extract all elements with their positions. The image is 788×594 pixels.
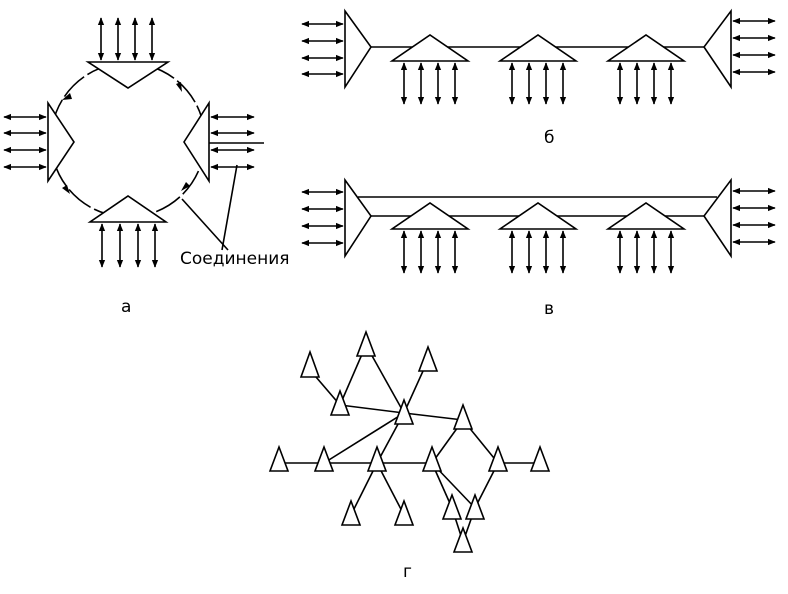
bus-node	[497, 202, 579, 230]
mesh-node	[417, 344, 439, 372]
bus-node	[389, 202, 471, 230]
terminal-arrows	[400, 62, 675, 105]
panel-v-label: в	[544, 299, 554, 319]
terminal-arrows	[732, 187, 776, 246]
mesh-node	[299, 349, 321, 378]
bus-node-left	[344, 177, 372, 259]
panel-a-label: а	[121, 297, 131, 317]
bus-node-right	[703, 177, 732, 259]
mesh-node	[355, 329, 377, 357]
mesh-node	[340, 498, 362, 526]
mesh-node	[393, 498, 415, 526]
ring-node-top	[85, 61, 171, 89]
mesh-nodes	[268, 329, 551, 553]
bus-node	[605, 34, 687, 62]
bus-node-right	[703, 8, 732, 90]
panel-g-mesh-network: г	[268, 329, 551, 582]
mesh-node	[313, 444, 335, 472]
terminal-arrows	[209, 113, 264, 171]
terminal-arrows	[3, 113, 47, 171]
connections-label: Соединения	[180, 249, 290, 269]
bus-node	[497, 34, 579, 62]
ring-arrowhead	[62, 93, 72, 100]
mesh-node	[366, 444, 388, 472]
mesh-node	[393, 397, 415, 425]
mesh-node	[421, 444, 443, 472]
connection-leader	[221, 164, 238, 251]
ring-node-right	[183, 100, 210, 184]
terminal-arrows	[301, 20, 344, 78]
ring-node-left	[47, 100, 75, 184]
terminal-arrows	[301, 188, 344, 247]
mesh-node	[329, 388, 351, 416]
ring-arrowhead	[181, 182, 190, 191]
ring-arrowhead	[176, 82, 182, 92]
mesh-node	[452, 525, 474, 553]
bus-node	[605, 202, 687, 230]
bus-node	[389, 34, 471, 62]
mesh-node	[487, 444, 509, 472]
bus-node-left	[344, 8, 372, 90]
mesh-node	[464, 492, 486, 520]
mesh-node	[529, 444, 551, 472]
mesh-node	[452, 402, 474, 430]
terminal-arrows	[732, 17, 776, 76]
panel-g-label: г	[403, 562, 412, 582]
terminal-arrows	[98, 223, 159, 268]
panel-b-bus-network: б	[301, 8, 776, 148]
ring-arrowhead	[62, 185, 70, 194]
terminal-arrows	[400, 230, 675, 274]
panel-a-ring-network: Соединения а	[3, 17, 290, 317]
panel-b-label: б	[544, 128, 554, 148]
connection-leader	[181, 198, 229, 251]
mesh-node	[441, 492, 463, 520]
terminal-arrows	[97, 17, 156, 61]
panel-v-double-bus-network: в	[301, 177, 776, 319]
ring-node-bottom	[87, 195, 169, 223]
mesh-node	[268, 444, 290, 472]
